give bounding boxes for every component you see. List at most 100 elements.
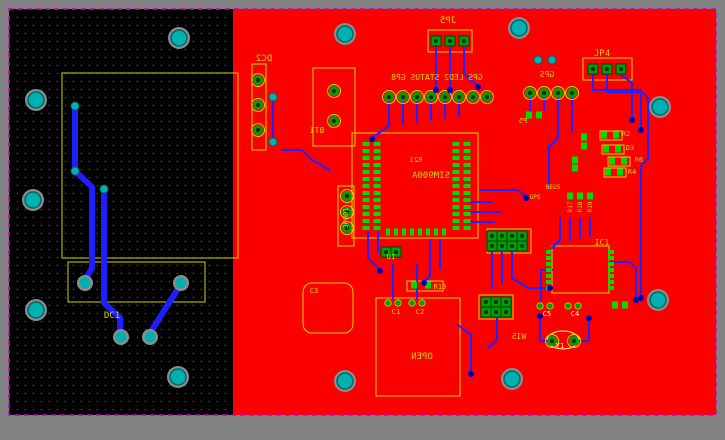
ic-pin-pad[interactable] xyxy=(546,250,552,254)
smd-pad[interactable] xyxy=(581,142,587,150)
ic-pin-pad[interactable] xyxy=(362,156,370,160)
silkscreen-label[interactable]: C3 xyxy=(310,287,318,295)
component-outline[interactable] xyxy=(607,156,631,167)
copper-trace[interactable] xyxy=(592,74,649,159)
copper-trace[interactable] xyxy=(371,102,390,139)
ic-pin-pad[interactable] xyxy=(463,156,471,160)
ic-pin-pad[interactable] xyxy=(452,163,460,167)
small-round-pad[interactable] xyxy=(536,302,544,310)
component-outline[interactable] xyxy=(601,144,625,155)
copper-trace[interactable] xyxy=(640,157,649,241)
silkscreen-label[interactable]: JP4 xyxy=(594,49,610,59)
smd-pad[interactable] xyxy=(536,111,542,119)
teal-pad[interactable] xyxy=(79,277,91,289)
ic-pin-pad[interactable] xyxy=(463,205,471,209)
copper-trace-thick[interactable] xyxy=(101,186,123,337)
board-outline[interactable] xyxy=(8,8,717,416)
teal-via[interactable] xyxy=(99,184,109,194)
ic-pin-pad[interactable] xyxy=(373,170,381,174)
mounting-hole[interactable] xyxy=(510,19,528,37)
smd-pad[interactable] xyxy=(622,301,628,309)
mounting-hole[interactable] xyxy=(27,91,45,109)
copper-trace[interactable] xyxy=(606,74,642,129)
mounting-hole[interactable] xyxy=(170,29,188,47)
copper-trace[interactable] xyxy=(551,217,561,249)
copper-trace[interactable] xyxy=(463,46,479,87)
ic-pin-pad[interactable] xyxy=(362,212,370,216)
ic-pin-pad[interactable] xyxy=(463,163,471,167)
ic-pin-pad[interactable] xyxy=(608,262,614,266)
copper-trace[interactable] xyxy=(457,324,472,373)
ic-pin-pad[interactable] xyxy=(452,184,460,188)
small-round-pad[interactable] xyxy=(418,299,426,307)
smd-pad[interactable] xyxy=(567,192,573,200)
copper-trace[interactable] xyxy=(608,261,637,299)
silkscreen-label[interactable]: OPEN xyxy=(411,352,433,362)
ic-pin-pad[interactable] xyxy=(452,226,460,230)
ic-pin-pad[interactable] xyxy=(608,250,614,254)
component-outline[interactable] xyxy=(302,282,354,334)
ic-pin-pad[interactable] xyxy=(463,142,471,146)
silkscreen-label[interactable]: R10 xyxy=(434,283,447,291)
ic-pin-pad[interactable] xyxy=(362,149,370,153)
ic-pin-pad[interactable] xyxy=(362,177,370,181)
mounting-hole[interactable] xyxy=(27,301,45,319)
teal-via[interactable] xyxy=(533,55,543,65)
ic-pin-pad[interactable] xyxy=(394,228,398,236)
mounting-hole[interactable] xyxy=(24,191,42,209)
silkscreen-label[interactable]: U1 xyxy=(387,253,395,261)
silkscreen-label[interactable]: JP001 xyxy=(342,207,350,228)
small-round-pad[interactable] xyxy=(574,302,582,310)
copper-trace[interactable] xyxy=(479,189,527,198)
smd-pad[interactable] xyxy=(601,131,607,139)
ic-pin-pad[interactable] xyxy=(463,177,471,181)
ic-pin-pad[interactable] xyxy=(373,219,381,223)
ic-pin-pad[interactable] xyxy=(373,163,381,167)
silkscreen-label[interactable]: IC1 xyxy=(595,238,610,247)
ic-pin-pad[interactable] xyxy=(362,142,370,146)
ic-pin-pad[interactable] xyxy=(373,177,381,181)
ic-pin-pad[interactable] xyxy=(362,163,370,167)
ic-pin-pad[interactable] xyxy=(362,191,370,195)
ic-pin-pad[interactable] xyxy=(373,226,381,230)
silkscreen-label[interactable]: R4 xyxy=(628,168,636,176)
ic-pin-pad[interactable] xyxy=(442,228,446,236)
ic-pin-pad[interactable] xyxy=(452,177,460,181)
component-outline[interactable] xyxy=(603,167,627,178)
ic-pin-pad[interactable] xyxy=(362,226,370,230)
mounting-hole[interactable] xyxy=(503,370,521,388)
ic-pin-pad[interactable] xyxy=(452,170,460,174)
smd-pad[interactable] xyxy=(613,131,619,139)
component-outline[interactable] xyxy=(599,130,623,141)
silkscreen-label[interactable]: SIM900A xyxy=(411,171,450,181)
ic-pin-pad[interactable] xyxy=(608,280,614,284)
silkscreen-label[interactable]: C1 xyxy=(392,308,400,316)
mounting-hole[interactable] xyxy=(336,25,354,43)
silkscreen-label[interactable]: R17 xyxy=(567,201,574,212)
ic-pin-pad[interactable] xyxy=(608,256,614,260)
silkscreen-label[interactable]: GPS xyxy=(530,194,541,201)
smd-pad[interactable] xyxy=(577,192,583,200)
smd-pad[interactable] xyxy=(612,301,618,309)
ic-pin-pad[interactable] xyxy=(608,268,614,272)
ic-pin-pad[interactable] xyxy=(373,198,381,202)
smd-pad[interactable] xyxy=(605,168,611,176)
mounting-hole[interactable] xyxy=(336,372,354,390)
silkscreen-label[interactable]: DC2 xyxy=(256,54,272,64)
silkscreen-label[interactable]: C5 xyxy=(543,310,551,318)
ic-pin-pad[interactable] xyxy=(608,286,614,290)
smd-pad[interactable] xyxy=(603,145,609,153)
smd-pad[interactable] xyxy=(411,281,417,289)
smd-pad[interactable] xyxy=(581,133,587,141)
component-outline[interactable] xyxy=(67,261,206,303)
component-outline[interactable] xyxy=(351,132,479,239)
ic-pin-pad[interactable] xyxy=(402,228,406,236)
silkscreen-label[interactable]: Y1 xyxy=(556,342,564,350)
ic-pin-pad[interactable] xyxy=(546,268,552,272)
ic-pin-pad[interactable] xyxy=(373,142,381,146)
component-outline[interactable] xyxy=(337,185,355,247)
copper-trace-thick[interactable] xyxy=(147,281,184,336)
ic-pin-pad[interactable] xyxy=(410,228,414,236)
ic-pin-pad[interactable] xyxy=(452,142,460,146)
